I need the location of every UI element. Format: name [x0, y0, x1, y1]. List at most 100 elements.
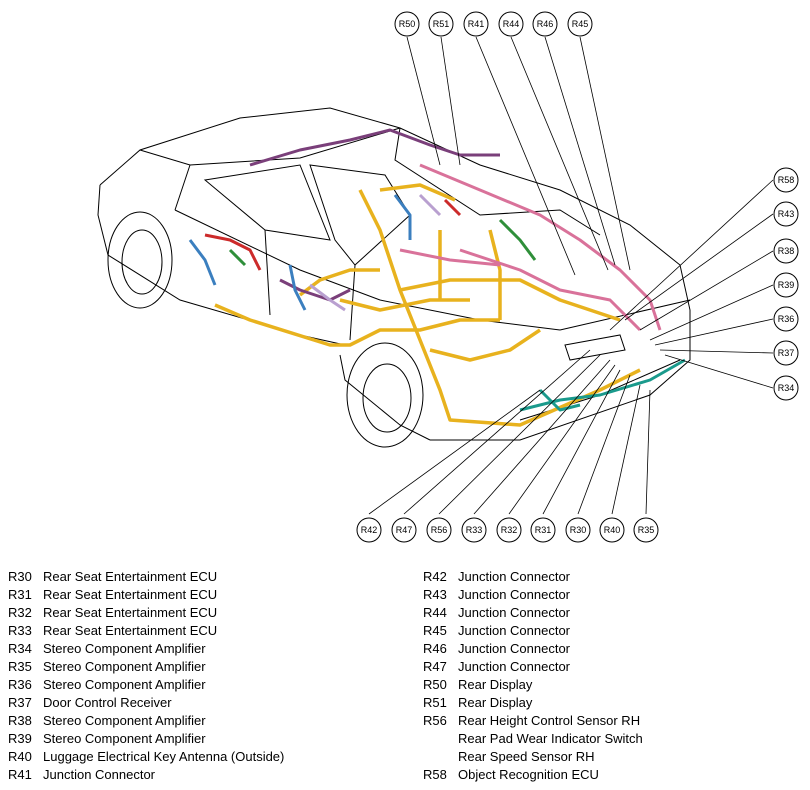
svg-text:R30: R30 [570, 525, 587, 535]
legend-desc: Rear Seat Entertainment ECU [43, 587, 218, 602]
svg-text:R35: R35 [638, 525, 655, 535]
callout-R34: R34 [773, 375, 799, 401]
callout-R39: R39 [773, 272, 799, 298]
harness-yellow [214, 183, 641, 427]
legend-code: R41 [8, 767, 32, 782]
callout-R50: R50 [394, 11, 420, 37]
legend-desc: Luggage Electrical Key Antenna (Outside) [43, 749, 285, 764]
legend-code: R37 [8, 695, 32, 710]
callout-R47: R47 [391, 517, 417, 543]
callout-R38: R38 [773, 238, 799, 264]
legend-desc: Junction Connector [458, 587, 571, 602]
legend-code: R36 [8, 677, 32, 692]
legend-desc: Stereo Component Amplifier [43, 677, 206, 692]
legend-code: R46 [423, 641, 447, 656]
harness-teal [519, 358, 686, 412]
harness-lavender [309, 193, 442, 312]
harness-red [204, 198, 462, 271]
rear-wheel [346, 342, 424, 448]
legend-row: Rear Pad Wear Indicator Switch [423, 730, 803, 748]
legend-code: R39 [8, 731, 32, 746]
callout-R51: R51 [428, 11, 454, 37]
legend-code: R33 [8, 623, 32, 638]
legend-desc: Rear Seat Entertainment ECU [43, 569, 218, 584]
legend-row: R38 Stereo Component Amplifier [8, 712, 408, 730]
legend-code: R56 [423, 713, 447, 728]
legend-code: R43 [423, 587, 447, 602]
callout-R31: R31 [530, 517, 556, 543]
svg-text:R32: R32 [501, 525, 518, 535]
svg-text:R46: R46 [537, 19, 554, 29]
callout-R58: R58 [773, 167, 799, 193]
svg-text:R47: R47 [396, 525, 413, 535]
callout-R45: R45 [567, 11, 593, 37]
svg-text:R41: R41 [468, 19, 485, 29]
legend-row: R35 Stereo Component Amplifier [8, 658, 408, 676]
svg-text:R42: R42 [361, 525, 378, 535]
legend-desc: Stereo Component Amplifier [43, 713, 206, 728]
legend-desc: Stereo Component Amplifier [43, 659, 206, 674]
harness-blue [188, 194, 412, 311]
callouts-right: R58 R43 R38 R39 R36 R37 R34 [773, 167, 799, 401]
legend-desc: Junction Connector [458, 641, 571, 656]
legend-row: R31 Rear Seat Entertainment ECU [8, 586, 408, 604]
svg-text:R45: R45 [572, 19, 589, 29]
legend-row: R43 Junction Connector [423, 586, 803, 604]
harness-pink [399, 163, 662, 332]
legend-code: R31 [8, 587, 32, 602]
legend-desc: Rear Display [458, 677, 533, 692]
legend-desc: Rear Display [458, 695, 533, 710]
callout-R42: R42 [356, 517, 382, 543]
legend-code: R32 [8, 605, 32, 620]
callout-R35: R35 [633, 517, 659, 543]
wiring-harness-diagram: R50 R51 R41 R44 R46 R45 R58 R43 R38 R39 … [97, 11, 799, 543]
svg-text:R36: R36 [778, 314, 795, 324]
svg-text:R37: R37 [778, 348, 795, 358]
svg-text:R33: R33 [466, 525, 483, 535]
callout-R41: R41 [463, 11, 489, 37]
legend-row: R32 Rear Seat Entertainment ECU [8, 604, 408, 622]
svg-text:R51: R51 [433, 19, 450, 29]
svg-text:R58: R58 [778, 175, 795, 185]
legend-code: R38 [8, 713, 32, 728]
svg-text:R39: R39 [778, 280, 795, 290]
legend-desc: Rear Seat Entertainment ECU [43, 605, 218, 620]
legend-code: R50 [423, 677, 447, 692]
legend-code [423, 730, 458, 748]
front-wheel [107, 211, 173, 309]
callout-R40: R40 [599, 517, 625, 543]
legend-code [423, 748, 458, 766]
legend-desc: Rear Speed Sensor RH [458, 749, 595, 764]
svg-text:R56: R56 [431, 525, 448, 535]
callout-R36: R36 [773, 306, 799, 332]
legend-row: Rear Speed Sensor RH [423, 748, 803, 766]
svg-text:R50: R50 [399, 19, 416, 29]
legend-code: R44 [423, 605, 447, 620]
legend-desc: Junction Connector [458, 569, 571, 584]
legend-row: R36 Stereo Component Amplifier [8, 676, 408, 694]
legend-code: R51 [423, 695, 447, 710]
legend-code: R45 [423, 623, 447, 638]
svg-text:R44: R44 [503, 19, 520, 29]
legend-row: R51 Rear Display [423, 694, 803, 712]
callout-R43: R43 [773, 201, 799, 227]
legend-desc: Junction Connector [458, 659, 571, 674]
legend-row: R50 Rear Display [423, 676, 803, 694]
legend-code: R35 [8, 659, 32, 674]
callout-R33: R33 [461, 517, 487, 543]
legend-desc: Junction Connector [43, 767, 156, 782]
legend-desc: Stereo Component Amplifier [43, 731, 206, 746]
legend-row: R41 Junction Connector [8, 766, 408, 784]
